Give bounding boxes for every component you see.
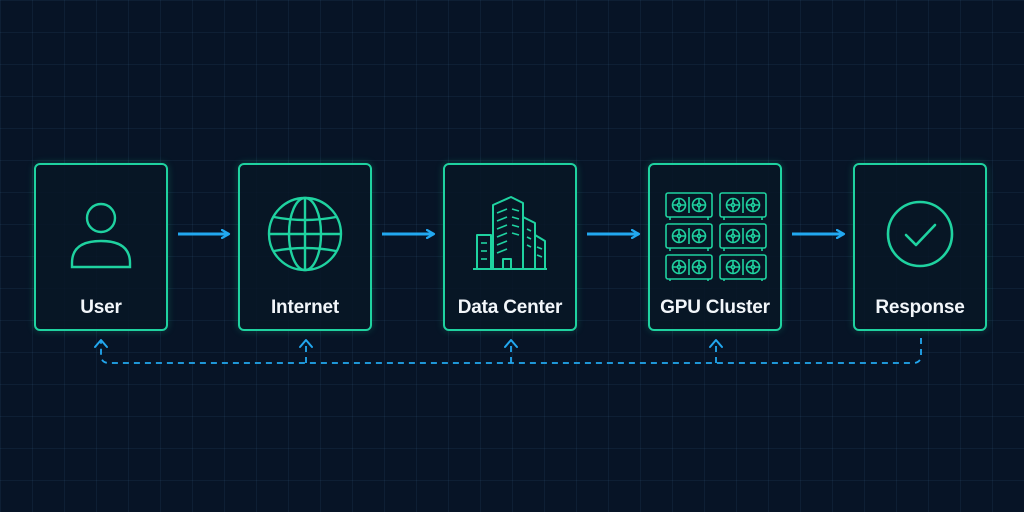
- globe-icon: [267, 196, 343, 272]
- return-path: [100, 338, 922, 364]
- node-gpu-cluster: GPU Cluster: [648, 163, 782, 331]
- return-arrowhead-internet: [299, 339, 313, 348]
- building-icon: [473, 196, 547, 270]
- node-label: GPU Cluster: [660, 297, 770, 318]
- return-arrowhead-datacenter: [504, 339, 518, 348]
- node-label: Internet: [270, 297, 340, 318]
- node-label: Data Center: [457, 297, 563, 318]
- node-label: Response: [875, 297, 965, 318]
- node-data-center: Data Center: [443, 163, 577, 331]
- node-label: User: [80, 297, 122, 318]
- user-icon: [70, 202, 132, 269]
- return-arrowhead-user: [94, 339, 108, 348]
- check-circle-icon: [886, 200, 954, 268]
- gpu-cluster-icon: [665, 192, 767, 281]
- node-internet: Internet: [238, 163, 372, 331]
- return-arrowhead-gpu: [709, 339, 723, 348]
- node-response: Response: [853, 163, 987, 331]
- node-user: User: [34, 163, 168, 331]
